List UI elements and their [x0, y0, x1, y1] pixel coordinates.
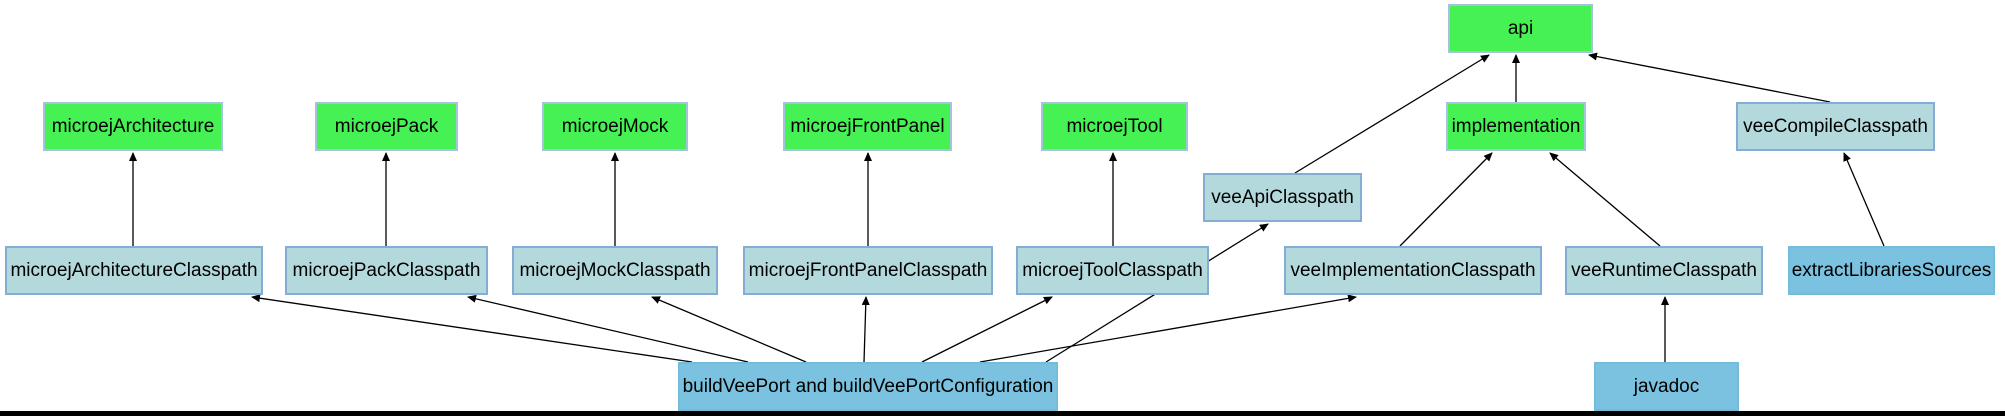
classpath-node-microejFrontPanelClasspath: microejFrontPanelClasspath	[743, 246, 993, 295]
configuration-node-api: api	[1448, 4, 1593, 53]
classpath-node-microejToolClasspath: microejToolClasspath	[1016, 246, 1209, 295]
classpath-node-microejArchitectureClasspath: microejArchitectureClasspath	[5, 246, 263, 295]
edge-extractLibrariesSources-to-veeCompileClasspath	[1843, 152, 1885, 247]
edge-buildVeePort-to-microejPackClasspath	[467, 294, 749, 363]
task-node-extractLibrariesSources: extractLibrariesSources	[1788, 246, 1995, 295]
node-label-microejArchitectureClasspath: microejArchitectureClasspath	[10, 259, 258, 281]
edge-buildVeePort-to-veeImplementationClasspath	[979, 294, 1357, 363]
node-label-microejMockClasspath: microejMockClasspath	[519, 259, 711, 281]
edge-veeImplementationClasspath-to-implementation	[1399, 152, 1493, 247]
node-label-veeApiClasspath: veeApiClasspath	[1211, 186, 1354, 208]
configuration-node-microejPack: microejPack	[315, 102, 458, 151]
configuration-node-microejMock: microejMock	[542, 102, 688, 151]
edge-buildVeePort-to-microejArchitectureClasspath	[251, 294, 693, 363]
node-label-api: api	[1507, 17, 1534, 39]
node-label-microejPack: microejPack	[334, 115, 439, 137]
configuration-node-implementation: implementation	[1446, 102, 1586, 151]
edge-buildVeePort-to-microejToolClasspath	[921, 296, 1053, 363]
edge-veeRuntimeClasspath-to-implementation	[1549, 152, 1661, 247]
classpath-node-veeRuntimeClasspath: veeRuntimeClasspath	[1565, 246, 1763, 295]
edge-buildVeePort-to-microejMockClasspath	[651, 296, 807, 363]
node-label-veeRuntimeClasspath: veeRuntimeClasspath	[1571, 259, 1757, 281]
node-label-implementation: implementation	[1451, 115, 1581, 137]
node-label-veeImplementationClasspath: veeImplementationClasspath	[1290, 259, 1536, 281]
node-label-microejFrontPanelClasspath: microejFrontPanelClasspath	[748, 259, 988, 281]
configuration-node-microejFrontPanel: microejFrontPanel	[783, 102, 952, 151]
classpath-node-veeImplementationClasspath: veeImplementationClasspath	[1284, 246, 1542, 295]
node-label-microejMock: microejMock	[561, 115, 669, 137]
node-label-microejTool: microejTool	[1066, 115, 1163, 137]
node-label-microejPackClasspath: microejPackClasspath	[292, 259, 481, 281]
edge-buildVeePort-to-microejFrontPanelClasspath	[861, 296, 870, 363]
bottom-border-bar	[0, 411, 2005, 416]
classpath-node-veeApiClasspath: veeApiClasspath	[1203, 173, 1362, 222]
task-node-buildVeePort: buildVeePort and buildVeePortConfigurati…	[678, 362, 1058, 411]
classpath-node-microejMockClasspath: microejMockClasspath	[512, 246, 718, 295]
node-label-microejToolClasspath: microejToolClasspath	[1022, 259, 1203, 281]
configuration-node-microejTool: microejTool	[1041, 102, 1188, 151]
classpath-node-microejPackClasspath: microejPackClasspath	[285, 246, 488, 295]
classpath-node-veeCompileClasspath: veeCompileClasspath	[1736, 102, 1935, 151]
node-label-microejArchitecture: microejArchitecture	[51, 115, 215, 137]
node-label-buildVeePort: buildVeePort and buildVeePortConfigurati…	[682, 375, 1054, 397]
configuration-node-microejArchitecture: microejArchitecture	[43, 102, 223, 151]
node-label-microejFrontPanel: microejFrontPanel	[790, 115, 945, 137]
task-node-javadoc: javadoc	[1594, 362, 1739, 411]
edge-veeCompileClasspath-to-api	[1588, 52, 1831, 103]
node-label-veeCompileClasspath: veeCompileClasspath	[1743, 115, 1928, 137]
node-label-extractLibrariesSources: extractLibrariesSources	[1791, 259, 1992, 281]
node-label-javadoc: javadoc	[1633, 375, 1700, 397]
